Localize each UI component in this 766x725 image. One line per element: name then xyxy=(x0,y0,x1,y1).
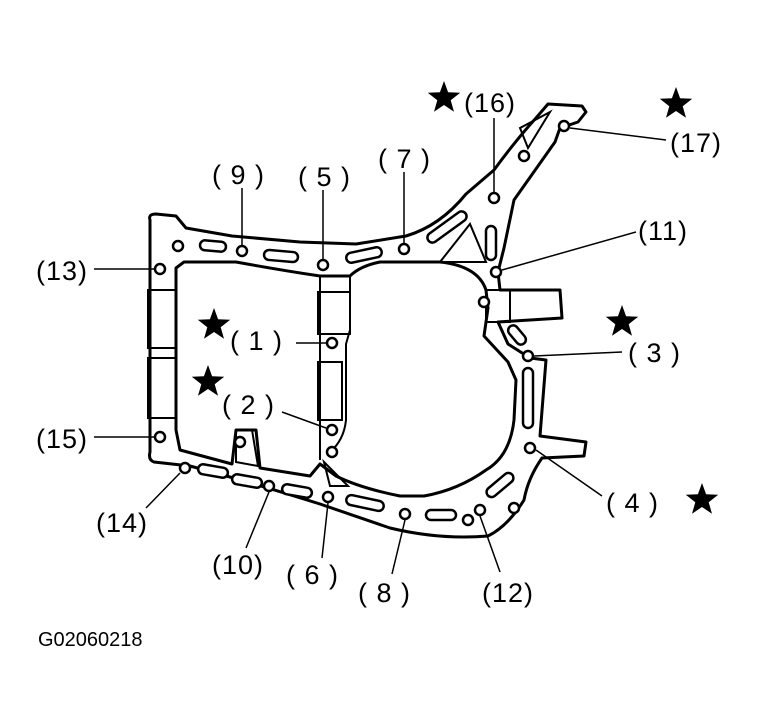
bolt-17-leader-line xyxy=(569,127,667,141)
slot xyxy=(484,224,498,262)
bolt-15-hole xyxy=(153,430,167,444)
bolt-16-star-icon xyxy=(427,81,461,112)
slot xyxy=(426,210,468,244)
label-bolt-8: ( 8 ) xyxy=(358,578,411,608)
bolt-labels: ( 1 ) ( 2 ) ( 3 ) ( 4 ) ( 5 ) ( 6 ) ( 7 … xyxy=(36,88,722,608)
bolt-6-leader-line xyxy=(321,502,329,559)
bolt-17-star-icon xyxy=(659,87,693,118)
bolt-3-leader-line xyxy=(533,351,623,357)
bolt-13-hole xyxy=(153,262,167,276)
bolt-14-leader-line xyxy=(145,472,181,509)
label-bolt-10: (10) xyxy=(212,550,264,580)
slot xyxy=(506,324,528,346)
slot xyxy=(485,471,515,499)
bolt-holes xyxy=(153,119,571,527)
stars xyxy=(191,81,719,514)
slot xyxy=(345,246,383,264)
slots xyxy=(196,210,535,522)
dowel-hole xyxy=(507,501,521,515)
bolt-2-leader-line xyxy=(281,411,327,429)
left-tab-lower xyxy=(147,357,177,419)
label-bolt-4: ( 4 ) xyxy=(606,488,659,518)
label-bolt-6: ( 6 ) xyxy=(286,560,339,590)
label-bolt-1: ( 1 ) xyxy=(230,326,283,356)
center-block-lower xyxy=(317,361,343,421)
bolt-2-star-icon xyxy=(191,365,225,396)
bolt-4-hole xyxy=(523,441,537,455)
bolt-12-leader-line xyxy=(479,515,501,573)
bolt-17-hole xyxy=(557,119,571,133)
label-bolt-3: ( 3 ) xyxy=(628,338,681,368)
bolt-10-hole xyxy=(262,479,276,493)
figure-code: G02060218 xyxy=(38,629,143,651)
dowel-hole xyxy=(171,239,185,253)
flange-rib xyxy=(518,109,553,151)
slot xyxy=(230,473,264,489)
slot xyxy=(280,483,314,499)
label-bolt-13: (13) xyxy=(36,256,88,286)
bolt-1-hole xyxy=(325,336,339,350)
bolt-6-hole xyxy=(321,490,335,504)
dowel-hole xyxy=(477,295,491,309)
bolt-1-star-icon xyxy=(197,308,231,339)
label-bolt-5: ( 5 ) xyxy=(298,162,351,192)
right-boss xyxy=(485,289,511,323)
frame-inner-opening xyxy=(174,260,518,498)
bolt-11-leader-line xyxy=(501,231,637,271)
dowel-hole xyxy=(233,435,247,449)
bolt-16-hole xyxy=(487,191,501,205)
dowel-hole xyxy=(461,513,475,527)
bolt-8-hole xyxy=(398,507,412,521)
bolt-4-star-icon xyxy=(685,483,719,514)
label-bolt-16: (16) xyxy=(464,88,516,118)
label-bolt-2: ( 2 ) xyxy=(222,390,275,420)
slot xyxy=(198,239,228,253)
bolt-9-hole xyxy=(235,244,249,258)
label-bolt-7: ( 7 ) xyxy=(378,144,431,174)
label-bolt-9: ( 9 ) xyxy=(212,160,265,190)
label-bolt-15: (15) xyxy=(36,424,88,454)
slot xyxy=(262,248,300,264)
slot xyxy=(196,463,230,479)
bottom-tab xyxy=(235,429,260,468)
bolt-12-hole xyxy=(473,503,487,517)
bolt-11-hole xyxy=(489,265,503,279)
slot xyxy=(345,493,385,513)
triangle-rib-lower xyxy=(322,458,351,487)
label-bolt-14: (14) xyxy=(96,508,148,538)
left-tab-upper xyxy=(147,289,177,349)
bolt-14-hole xyxy=(178,461,192,475)
dowel-hole xyxy=(325,445,339,459)
triangle-rib-upper xyxy=(437,222,488,263)
bolt-7-hole xyxy=(397,242,411,256)
bolt-10-leader-line xyxy=(245,491,270,549)
center-block-upper xyxy=(317,291,351,335)
label-bolt-11: (11) xyxy=(638,216,688,246)
bolt-8-leader-line xyxy=(391,519,406,575)
bolt-5-hole xyxy=(316,258,330,272)
bolt-3-star-icon xyxy=(605,305,639,336)
bolt-2-hole xyxy=(325,423,339,437)
bolt-3-hole xyxy=(521,349,535,363)
leader-lines xyxy=(94,118,667,575)
bolt-4-leader-line xyxy=(535,449,603,497)
label-bolt-12: (12) xyxy=(482,578,534,608)
label-bolt-17: (17) xyxy=(670,128,722,158)
slot xyxy=(424,508,458,522)
slot xyxy=(521,366,535,430)
dowel-hole xyxy=(517,149,531,163)
